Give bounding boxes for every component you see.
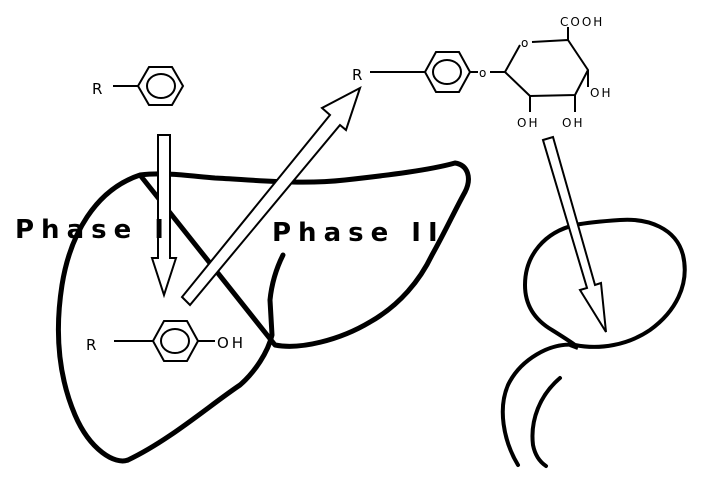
oh-label-c1: OH: [517, 116, 539, 130]
phase-1-arrow: [150, 134, 178, 299]
ether-oxygen-label: o: [479, 66, 488, 80]
excretion-arrow: [541, 135, 607, 333]
kidney-outline: [500, 217, 687, 467]
hydroxylated-r-label: R: [86, 336, 96, 354]
liver-outline: [55, 160, 471, 464]
kidney-hilum: [569, 343, 579, 350]
oh-label-c3: OH: [562, 116, 584, 130]
glucuronide-ring: [504, 39, 589, 97]
phase-2-arrow: [180, 85, 362, 307]
cooh-label: COOH: [560, 15, 604, 29]
ureter: [530, 376, 562, 468]
hydroxylated-benzene-ring: [151, 320, 200, 362]
oh-label-c2: OH: [590, 86, 612, 100]
ring-oxygen-label: o: [521, 36, 530, 50]
phase-2-label: Phase II: [272, 218, 445, 248]
phase-1-label: Phase I: [15, 215, 171, 245]
substrate-r-label: R: [92, 80, 102, 98]
conjugate-benzene-ring: [423, 51, 472, 93]
conjugate-r-label: R: [352, 66, 362, 84]
hydroxylated-oh-label: OH: [217, 334, 246, 352]
substrate-benzene-ring: [136, 66, 185, 106]
